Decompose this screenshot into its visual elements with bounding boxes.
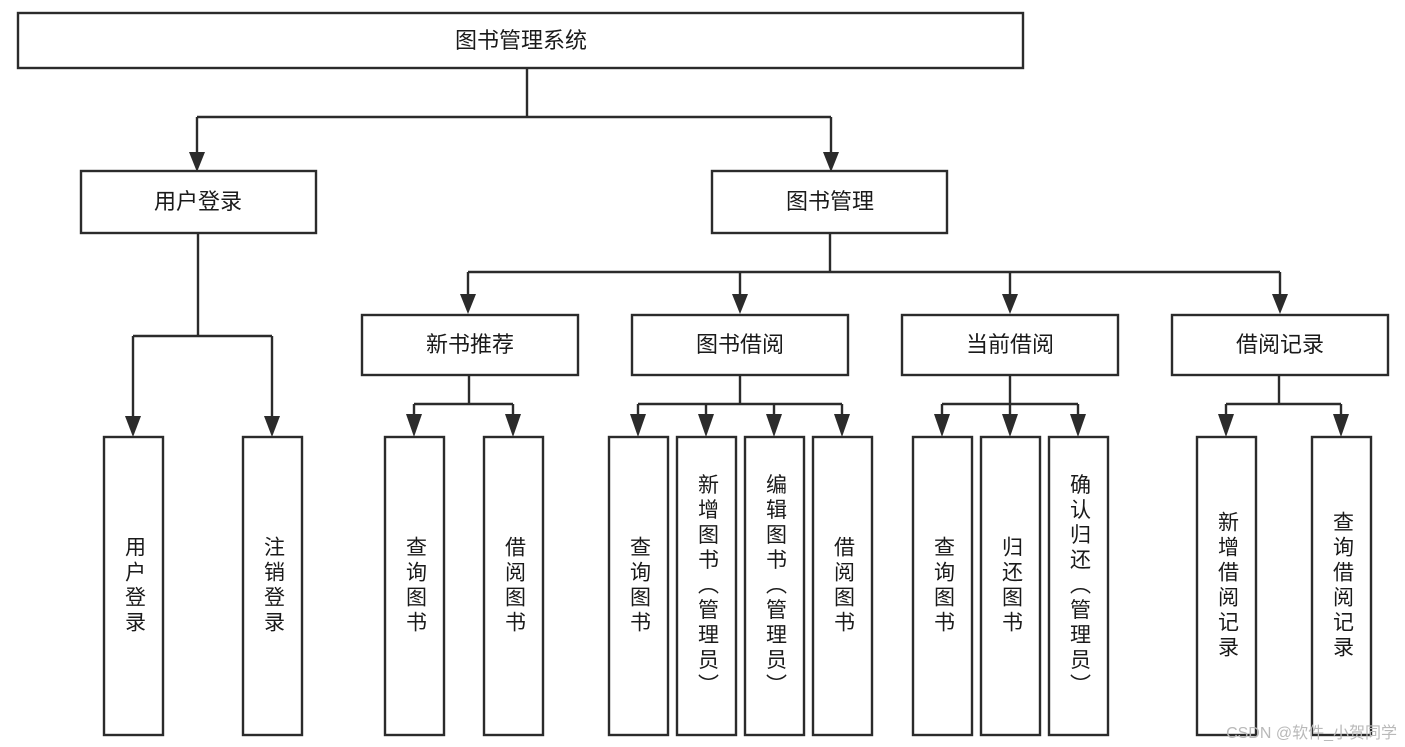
node-book-borrow-label: 图书借阅 — [696, 332, 784, 357]
leaf-return-book[interactable]: 归还图书 — [979, 435, 1042, 737]
node-current-borrow-box[interactable] — [900, 313, 1120, 377]
leaf-user-logout[interactable]: 注销登录 — [241, 435, 304, 737]
arrow-to-current-borrow — [1002, 294, 1018, 314]
arrow-to-book-manage — [823, 152, 839, 172]
arrow-to-user-login — [189, 152, 205, 172]
node-book-borrow[interactable]: 图书借阅 — [630, 313, 850, 377]
node-borrow-record[interactable]: 借阅记录 — [1170, 313, 1390, 377]
leaf-query-book-3[interactable]: 查询图书 — [911, 435, 974, 737]
node-new-book-recommend[interactable]: 新书推荐 — [360, 313, 580, 377]
leaf-borrow-book-2-label: 借阅图书 — [832, 536, 856, 636]
arrow-to-borrow-record — [1272, 294, 1288, 314]
leaf-borrow-book-2[interactable]: 借阅图书 — [811, 435, 874, 737]
node-book-borrow-box[interactable] — [630, 313, 850, 377]
leaf-add-record-label: 新增借阅记录 — [1216, 511, 1240, 661]
node-borrow-record-box[interactable] — [1170, 313, 1390, 377]
leaf-query-book-3-box[interactable] — [911, 435, 974, 737]
leaf-edit-book-label: 编辑图书（管理员） — [764, 474, 788, 699]
leaf-confirm-return[interactable]: 确认归还（管理员） — [1047, 435, 1110, 737]
leaf-edit-book-box[interactable] — [743, 435, 806, 737]
arrow-to-leaf-borrow-book-2 — [834, 414, 850, 437]
node-book-manage-label: 图书管理 — [786, 189, 874, 214]
leaf-user-logout-box[interactable] — [241, 435, 304, 737]
leaf-edit-book[interactable]: 编辑图书（管理员） — [743, 435, 806, 737]
arrow-to-leaf-confirm-return — [1070, 414, 1086, 437]
arrow-to-leaf-user-logout — [264, 416, 280, 437]
leaf-user-login-label: 用户登录 — [123, 536, 147, 636]
leaf-borrow-book-1-label: 借阅图书 — [503, 536, 527, 636]
leaf-query-record[interactable]: 查询借阅记录 — [1310, 435, 1373, 737]
leaf-add-record[interactable]: 新增借阅记录 — [1195, 435, 1258, 737]
node-book-manage-box[interactable] — [710, 169, 949, 235]
leaf-query-book-2[interactable]: 查询图书 — [607, 435, 670, 737]
leaf-query-book-1-label: 查询图书 — [404, 536, 428, 636]
leaf-user-login[interactable]: 用户登录 — [102, 435, 165, 737]
node-borrow-record-label: 借阅记录 — [1236, 332, 1324, 357]
leaf-query-record-box[interactable] — [1310, 435, 1373, 737]
arrow-to-new-book-recommend — [460, 294, 476, 314]
node-root-box[interactable] — [16, 11, 1025, 70]
node-new-book-recommend-box[interactable] — [360, 313, 580, 377]
leaf-add-book-box[interactable] — [675, 435, 738, 737]
leaf-confirm-return-box[interactable] — [1047, 435, 1110, 737]
leaf-query-book-1-box[interactable] — [383, 435, 446, 737]
leaf-query-book-2-box[interactable] — [607, 435, 670, 737]
arrow-to-leaf-query-book-2 — [630, 414, 646, 437]
leaf-borrow-book-2-box[interactable] — [811, 435, 874, 737]
leaf-user-login-box[interactable] — [102, 435, 165, 737]
leaf-return-book-label: 归还图书 — [1000, 536, 1024, 636]
arrow-to-leaf-add-record — [1218, 414, 1234, 437]
leaf-query-book-2-label: 查询图书 — [628, 536, 652, 636]
leaf-return-book-box[interactable] — [979, 435, 1042, 737]
leaf-add-book[interactable]: 新增图书（管理员） — [675, 435, 738, 737]
arrow-to-leaf-user-login — [125, 416, 141, 437]
leaf-query-record-label: 查询借阅记录 — [1331, 511, 1355, 661]
node-current-borrow[interactable]: 当前借阅 — [900, 313, 1120, 377]
node-new-book-recommend-label: 新书推荐 — [426, 332, 514, 357]
leaf-add-book-label: 新增图书（管理员） — [696, 474, 720, 699]
node-book-manage[interactable]: 图书管理 — [710, 169, 949, 235]
arrow-to-leaf-query-book-1 — [406, 414, 422, 437]
node-user-login[interactable]: 用户登录 — [79, 169, 318, 235]
leaf-user-logout-label: 注销登录 — [262, 536, 286, 636]
leaf-confirm-return-label: 确认归还（管理员） — [1068, 474, 1092, 699]
leaf-borrow-book-1[interactable]: 借阅图书 — [482, 435, 545, 737]
arrow-to-leaf-return-book — [1002, 414, 1018, 437]
arrow-to-leaf-edit-book — [766, 414, 782, 437]
leaf-add-record-box[interactable] — [1195, 435, 1258, 737]
node-root[interactable]: 图书管理系统 — [16, 11, 1025, 70]
arrow-to-leaf-query-book-3 — [934, 414, 950, 437]
arrow-to-book-borrow — [732, 294, 748, 314]
leaf-query-book-1[interactable]: 查询图书 — [383, 435, 446, 737]
arrow-to-leaf-borrow-book-1 — [505, 414, 521, 437]
node-user-login-label: 用户登录 — [154, 189, 242, 214]
node-root-label: 图书管理系统 — [455, 28, 587, 53]
leaf-borrow-book-1-box[interactable] — [482, 435, 545, 737]
arrow-to-leaf-query-record — [1333, 414, 1349, 437]
connector-group — [125, 68, 1349, 437]
node-user-login-box[interactable] — [79, 169, 318, 235]
csdn-watermark: CSDN @软件_小贺同学 — [1226, 725, 1397, 742]
arrow-to-leaf-add-book — [698, 414, 714, 437]
leaf-query-book-3-label: 查询图书 — [932, 536, 956, 636]
node-current-borrow-label: 当前借阅 — [966, 332, 1054, 357]
